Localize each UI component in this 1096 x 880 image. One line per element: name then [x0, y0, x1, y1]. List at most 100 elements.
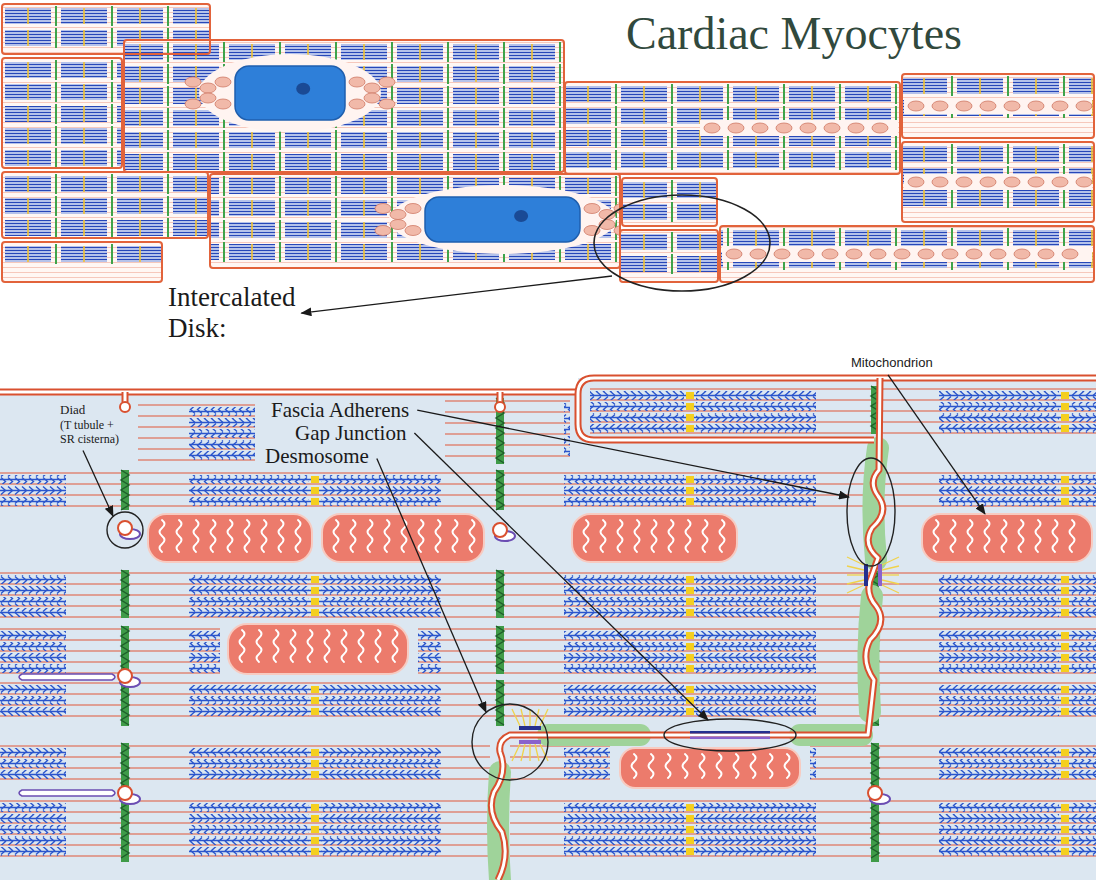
myofibril-block [5, 150, 51, 166]
intermediate-filament [512, 709, 520, 726]
z-line [279, 130, 281, 150]
myofibril-block [229, 200, 275, 216]
intermediate-filament [847, 566, 864, 570]
z-disc [871, 798, 879, 862]
myofibril-block [397, 44, 443, 60]
thick-filament-core [0, 590, 66, 592]
thick-filament-core [189, 657, 220, 659]
z-line [559, 152, 561, 172]
m-line [83, 30, 85, 46]
intermediate-filament [529, 709, 530, 726]
crista [296, 520, 301, 552]
z-line [279, 198, 281, 218]
m-line [195, 132, 197, 148]
myofibril-block [229, 178, 275, 194]
thin-filament [0, 693, 1096, 694]
z-line [111, 174, 113, 194]
crista [720, 520, 725, 552]
mitochondrion [1076, 177, 1092, 187]
m-line [307, 200, 309, 216]
myofibril-block [341, 132, 387, 148]
m-line [363, 244, 365, 260]
myofibril-block [285, 200, 331, 216]
m-line [83, 176, 85, 192]
myofibril-block [902, 146, 947, 162]
myofibril-block [173, 198, 208, 214]
intermediate-filament [521, 709, 525, 726]
intermediate-filament [529, 744, 530, 761]
m-line [475, 66, 477, 82]
z-line [727, 84, 729, 104]
sarcolemma [122, 392, 129, 402]
myofibril-block [5, 8, 51, 24]
myofibril-block [1069, 146, 1094, 162]
m-line [27, 150, 29, 166]
mitochondria-row [904, 98, 1092, 114]
z-line [951, 76, 953, 96]
crista [274, 630, 279, 662]
m-line [1061, 425, 1069, 432]
cytoplasm-ground [0, 378, 1096, 880]
thin-filament [510, 800, 1096, 801]
m-line [587, 244, 589, 260]
z-line [111, 126, 113, 146]
crista [652, 520, 657, 552]
thin-filament [445, 433, 570, 434]
z-line [391, 242, 393, 262]
desmosome-plaque [519, 726, 541, 730]
myofibril-block [285, 222, 331, 238]
thick-filament-core [189, 422, 255, 424]
mitochondrion [1028, 177, 1044, 187]
z-line [615, 128, 617, 148]
myofibril-block [565, 108, 611, 124]
myofibril-block [124, 110, 163, 126]
m-line [419, 178, 421, 194]
z-line [391, 42, 393, 62]
myofibril-block [509, 88, 555, 104]
myofibril-block [789, 230, 835, 246]
m-line [311, 708, 319, 715]
thick-filament-core [0, 612, 66, 614]
z-line [223, 130, 225, 150]
mitochondrion [1004, 177, 1020, 187]
thin-filament [445, 411, 570, 412]
highlight-circle [107, 512, 143, 548]
z-line [1063, 228, 1065, 248]
m-line [139, 176, 141, 192]
mitochondrion [922, 514, 1092, 562]
z-disc [121, 570, 129, 618]
z-line [335, 176, 337, 196]
m-line [83, 62, 85, 78]
thick-filament-core [939, 406, 1096, 408]
myofibril-block [117, 198, 163, 214]
m-line [1061, 392, 1069, 399]
mitochondrion [215, 99, 231, 109]
myofibril-block [5, 30, 51, 46]
myofibril-block [229, 244, 275, 260]
m-line [643, 152, 645, 168]
m-line [195, 154, 197, 170]
myofibril-block [453, 110, 499, 126]
myofibril-block [902, 78, 947, 94]
z-line [167, 86, 169, 106]
m-line [755, 86, 757, 102]
sr-tubule [19, 790, 115, 796]
myocyte [210, 174, 620, 268]
m-line [686, 587, 694, 594]
myofibril [0, 626, 220, 674]
crista [632, 754, 637, 778]
m-line [531, 154, 533, 170]
intermediate-filament [521, 744, 525, 761]
desmosome-plaque [519, 740, 541, 744]
mitochondrion [405, 204, 421, 214]
m-line [475, 44, 477, 60]
thick-filament-core [0, 851, 66, 853]
myofibril-block [5, 246, 51, 262]
z-disc-zigzag [121, 798, 129, 858]
m-line [686, 576, 694, 583]
myofibril-block [453, 44, 499, 60]
myofibril-block [61, 8, 107, 24]
crista [686, 520, 691, 552]
